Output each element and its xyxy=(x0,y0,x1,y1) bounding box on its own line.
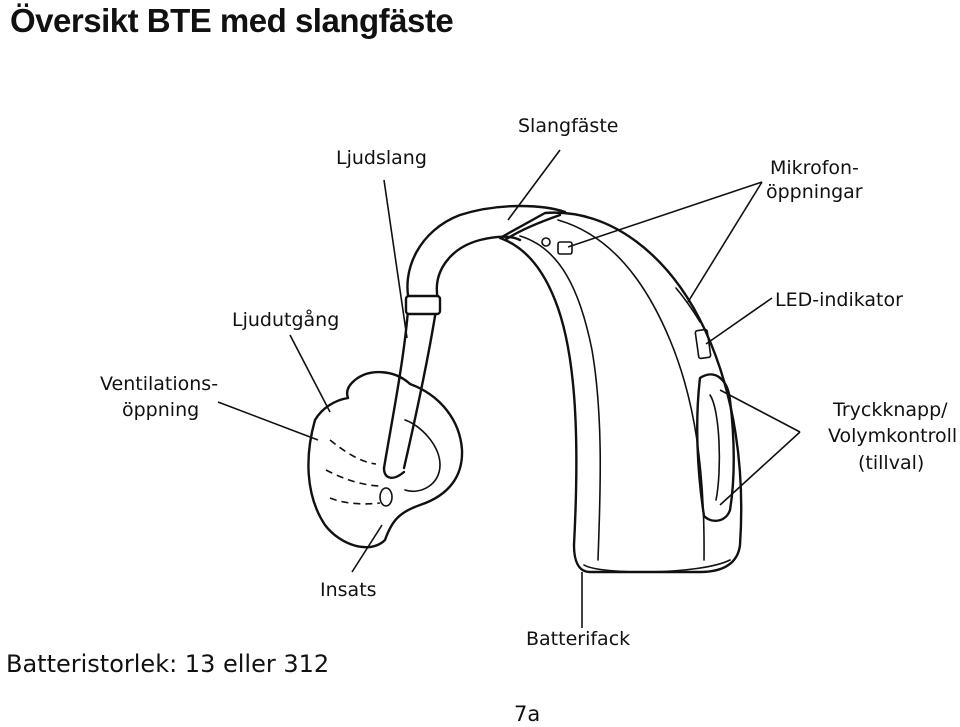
tube-connector xyxy=(503,213,562,242)
earmold-vent-2 xyxy=(325,469,383,487)
mic-opening xyxy=(541,237,551,247)
label-mikrofon-line1: Mikrofon- xyxy=(770,157,859,179)
label-batterifack: Batterifack xyxy=(526,628,631,650)
tube-clip xyxy=(404,294,442,316)
label-ventilation-line1: Ventilations- xyxy=(100,373,219,395)
led-indicator xyxy=(694,328,712,360)
leader-tryck-2 xyxy=(719,431,801,506)
push-button xyxy=(696,373,735,522)
bte-body xyxy=(498,211,743,574)
page-number: 7a xyxy=(514,702,541,726)
battery-door xyxy=(583,559,731,573)
earmold-vent xyxy=(329,439,377,465)
label-tryck-line3: (tillval) xyxy=(858,452,925,474)
leader-slangfaste xyxy=(507,149,561,221)
label-ventilation-line2: öppning xyxy=(122,399,200,421)
leader-insats xyxy=(351,524,383,573)
earmold-inner xyxy=(404,419,441,492)
label-insats: Insats xyxy=(320,579,377,601)
leader-led xyxy=(705,297,773,345)
mic-opening-2 xyxy=(557,241,573,255)
tube-tip xyxy=(382,466,406,479)
sound-tube-hook xyxy=(406,204,567,307)
label-ljudutgang: Ljudutgång xyxy=(232,309,340,331)
leader-ventilation xyxy=(217,401,319,441)
label-tryck-line2: Volymkontroll xyxy=(828,425,958,447)
mic-slot xyxy=(675,287,701,323)
leader-ljudslang xyxy=(383,179,408,339)
earmold-vent-3 xyxy=(329,497,381,505)
sound-tube xyxy=(382,308,410,470)
bte-body-inner-edge xyxy=(519,235,602,561)
earmold xyxy=(307,370,464,549)
sound-tube-hook-inner xyxy=(435,235,522,302)
vent-opening xyxy=(379,487,393,507)
leader-mikrofon-2 xyxy=(687,181,763,303)
page-title: Översikt BTE med slangfäste xyxy=(10,2,454,39)
label-led: LED-indikator xyxy=(775,289,903,311)
push-button-inner xyxy=(709,394,721,501)
label-slangfaste: Slangfäste xyxy=(518,115,619,137)
label-tryck-line1: Tryckknapp/ xyxy=(833,399,948,421)
label-mikrofon-line2: öppningar xyxy=(766,181,863,203)
leader-mikrofon-1 xyxy=(567,181,763,248)
battery-size-note: Batteristorlek: 13 eller 312 xyxy=(6,650,330,678)
leader-tryck-1 xyxy=(719,389,801,433)
bte-body-inner-edge-2 xyxy=(557,219,705,561)
leader-ljudutgang xyxy=(289,334,331,413)
label-ljudslang: Ljudslang xyxy=(336,147,427,169)
